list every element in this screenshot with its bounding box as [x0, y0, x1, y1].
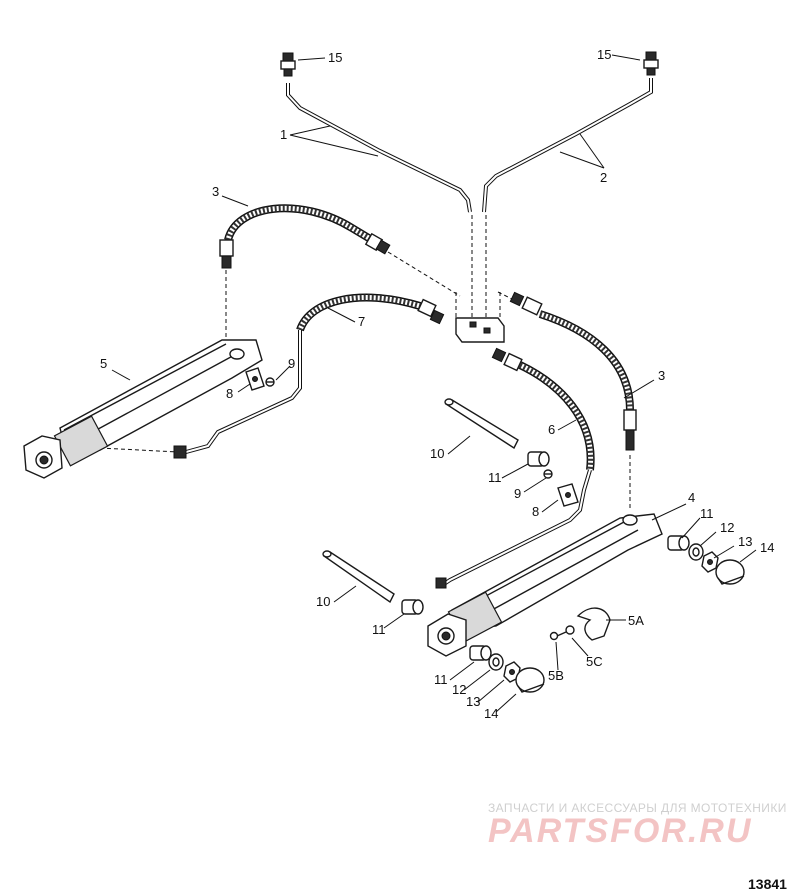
callout-12-b: 12 [452, 682, 466, 697]
cylinder-5 [23, 339, 263, 479]
callout-7: 7 [358, 314, 365, 329]
hose-3-left [219, 204, 391, 269]
pin-10-upper [444, 398, 519, 450]
callout-1: 1 [280, 127, 287, 142]
cylinder-4 [427, 513, 663, 657]
part-5a-clamp [576, 607, 611, 641]
hard-line-right [482, 78, 653, 213]
callout-11-a: 11 [488, 470, 502, 485]
callout-13-a: 13 [738, 534, 752, 549]
callout-5b: 5B [548, 668, 564, 683]
hose-3-right [509, 291, 637, 451]
bracket-8-right [557, 483, 579, 507]
hose-6 [435, 347, 595, 589]
cap-14-a [715, 559, 745, 585]
cap-14-b [515, 667, 545, 693]
callout-11-d: 11 [434, 672, 448, 687]
callout-4: 4 [688, 490, 695, 505]
hose-7 [173, 293, 445, 459]
callout-10-upper: 10 [430, 446, 444, 461]
valve-block [455, 317, 505, 343]
callout-3-right: 3 [658, 368, 665, 383]
callout-14-b: 14 [484, 706, 498, 721]
callout-2: 2 [600, 170, 607, 185]
bushing-11-b [401, 599, 424, 615]
callout-8-right: 8 [532, 504, 539, 519]
callout-9-right: 9 [514, 486, 521, 501]
washer-12-a [688, 543, 704, 561]
callout-labels: 15 15 1 2 3 3 7 5 8 9 10 6 11 9 8 4 11 1… [100, 47, 774, 721]
callout-3-left: 3 [212, 184, 219, 199]
callout-8-left: 8 [226, 386, 233, 401]
screw-9-right [543, 469, 553, 479]
callout-5c: 5C [586, 654, 603, 669]
fitting-15-right [643, 51, 659, 76]
leader-lines [111, 54, 757, 713]
callout-5: 5 [100, 356, 107, 371]
callout-11-b: 11 [372, 622, 386, 637]
nut-13-a [701, 551, 719, 573]
bushing-11-d [469, 645, 492, 661]
callout-14-a: 14 [760, 540, 774, 555]
diagram-number: 13841 [748, 876, 787, 892]
washer-12-b [488, 653, 504, 671]
callout-15-left: 15 [328, 50, 342, 65]
pin-10-lower [322, 550, 395, 604]
callout-15-right: 15 [597, 47, 611, 62]
callout-13-b: 13 [466, 694, 480, 709]
callout-9-left: 9 [288, 356, 295, 371]
callout-5a: 5A [628, 613, 644, 628]
watermark-tagline: ЗАПЧАСТИ И АКСЕССУАРЫ ДЛЯ МОТОТЕХНИКИ [488, 801, 787, 815]
guide-line [387, 251, 461, 297]
callout-12-a: 12 [720, 520, 734, 535]
part-5b-screw [549, 631, 567, 641]
bushing-11-c [667, 535, 690, 551]
bracket-8-left [245, 367, 265, 391]
watermark-logo: PARTSFOR.RU [488, 812, 753, 850]
bushing-11-a [527, 451, 550, 467]
guide-line [99, 447, 179, 453]
fitting-15-left [280, 52, 296, 77]
callout-11-c: 11 [700, 506, 714, 521]
part-5c-washer [565, 625, 575, 635]
callout-10-lower: 10 [316, 594, 330, 609]
hard-line-left [286, 83, 472, 213]
screw-9-left [265, 377, 275, 387]
callout-6: 6 [548, 422, 555, 437]
